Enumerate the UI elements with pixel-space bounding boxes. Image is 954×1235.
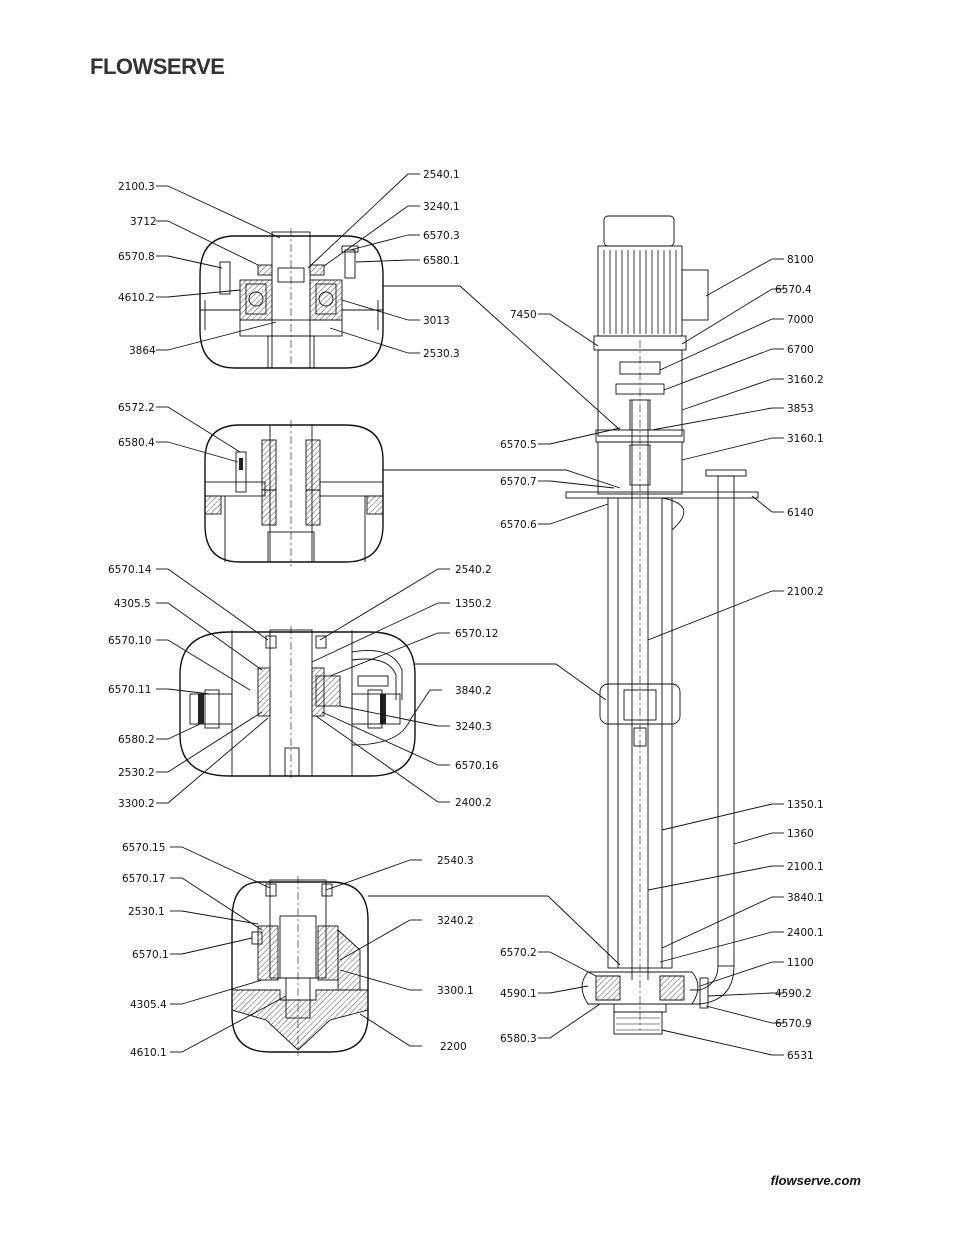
callout-label: 2530.2 [118, 767, 155, 779]
callout-label: 3300.2 [118, 798, 155, 810]
callout-label: 3240.3 [455, 721, 492, 733]
callout-label: 2100.2 [787, 586, 824, 598]
callout-label: 6580.3 [500, 1033, 537, 1045]
detail-third [179, 626, 416, 780]
callout-label: 2530.3 [423, 348, 460, 360]
callout-label: 7000 [787, 314, 814, 326]
detail-connectors [368, 285, 621, 966]
callout-label: 3853 [787, 403, 814, 415]
callout-label: 2400.1 [787, 927, 824, 939]
detail-top-left-callouts: 2100.3 3712 6570.8 4610.2 3864 [118, 181, 281, 357]
callout-label: 6570.11 [108, 684, 151, 696]
callout-label: 4610.1 [130, 1047, 167, 1059]
callout-label: 3300.1 [437, 985, 474, 997]
callout-label: 3160.1 [787, 433, 824, 445]
callout-label: 6570.3 [423, 230, 460, 242]
callout-label: 3013 [423, 315, 450, 327]
detail-third-left-callouts: 6570.14 4305.5 6570.10 6570.11 6580.2 25… [108, 564, 269, 810]
detail-second [204, 420, 384, 566]
callout-label: 4305.4 [130, 999, 167, 1011]
detail-bottom-right-callouts: 2540.3 3240.2 3300.1 2200 [325, 855, 474, 1053]
callout-label: 6140 [787, 507, 814, 519]
callout-label: 1350.1 [787, 799, 824, 811]
callout-label: 6580.4 [118, 437, 155, 449]
callout-label: 3240.2 [437, 915, 474, 927]
callout-label: 3840.2 [455, 685, 492, 697]
callout-label: 4590.1 [500, 988, 537, 1000]
detail-bottom [231, 876, 369, 1056]
detail-top-right-callouts: 2540.1 3240.1 6570.3 6580.1 3013 2530.3 [307, 169, 460, 360]
callout-label: 6570.10 [108, 635, 151, 647]
callout-label: 2540.3 [437, 855, 474, 867]
detail-bottom-left-callouts: 6570.15 6570.17 2530.1 6570.1 4305.4 461… [122, 842, 287, 1059]
callout-label: 7450 [510, 309, 537, 321]
callout-label: 3240.1 [423, 201, 460, 213]
callout-label: 4305.5 [114, 598, 151, 610]
callout-label: 4590.2 [775, 988, 812, 1000]
callout-label: 6570.6 [500, 519, 537, 531]
assembly-left-callouts: 7450 6570.5 6570.7 6570.6 6570.2 4590.1 … [500, 309, 621, 1045]
callout-label: 6700 [787, 344, 814, 356]
callout-label: 8100 [787, 254, 814, 266]
callout-label: 2400.2 [455, 797, 492, 809]
callout-label: 6570.14 [108, 564, 152, 576]
callout-label: 3160.2 [787, 374, 824, 386]
callout-label: 6570.17 [122, 873, 165, 885]
callout-label: 1350.2 [455, 598, 492, 610]
callout-label: 6570.5 [500, 439, 537, 451]
detail-second-callouts: 6572.2 6580.4 [118, 402, 241, 463]
callout-label: 6570.1 [132, 949, 169, 961]
callout-label: 6570.15 [122, 842, 165, 854]
detail-top [199, 228, 384, 372]
brand-wordmark: FLOWSERVE [90, 54, 225, 79]
callout-label: 6580.2 [118, 734, 155, 746]
detail-third-right-callouts: 2540.2 1350.2 6570.12 3840.2 3240.3 6570… [311, 564, 499, 809]
assembly-right-callouts: 8100 6570.4 7000 6700 3160.2 3853 3160.1… [647, 254, 824, 1062]
callout-label: 2200 [440, 1041, 467, 1053]
callout-label: 6531 [787, 1050, 814, 1062]
registered-mark: ® [200, 68, 205, 74]
callout-label: 6570.9 [775, 1018, 812, 1030]
callout-label: 4610.2 [118, 292, 155, 304]
callout-label: 3840.1 [787, 892, 824, 904]
callout-label: 3712 [130, 216, 157, 228]
callout-label: 6572.2 [118, 402, 155, 414]
callout-label: 6570.16 [455, 760, 499, 772]
callout-label: 6570.8 [118, 251, 155, 263]
callout-label: 1100 [787, 957, 814, 969]
callout-label: 2540.1 [423, 169, 460, 181]
callout-label: 2100.3 [118, 181, 155, 193]
callout-label: 1360 [787, 828, 814, 840]
footer-url[interactable]: flowserve.com [770, 1173, 861, 1188]
callout-label: 6570.12 [455, 628, 498, 640]
callout-label: 2540.2 [455, 564, 492, 576]
callout-label: 2100.1 [787, 861, 824, 873]
callout-label: 2530.1 [128, 906, 165, 918]
callout-label: 6570.4 [775, 284, 812, 296]
callout-label: 6570.7 [500, 476, 537, 488]
callout-label: 3864 [129, 345, 156, 357]
callout-label: 6570.2 [500, 947, 537, 959]
callout-label: 6580.1 [423, 255, 460, 267]
